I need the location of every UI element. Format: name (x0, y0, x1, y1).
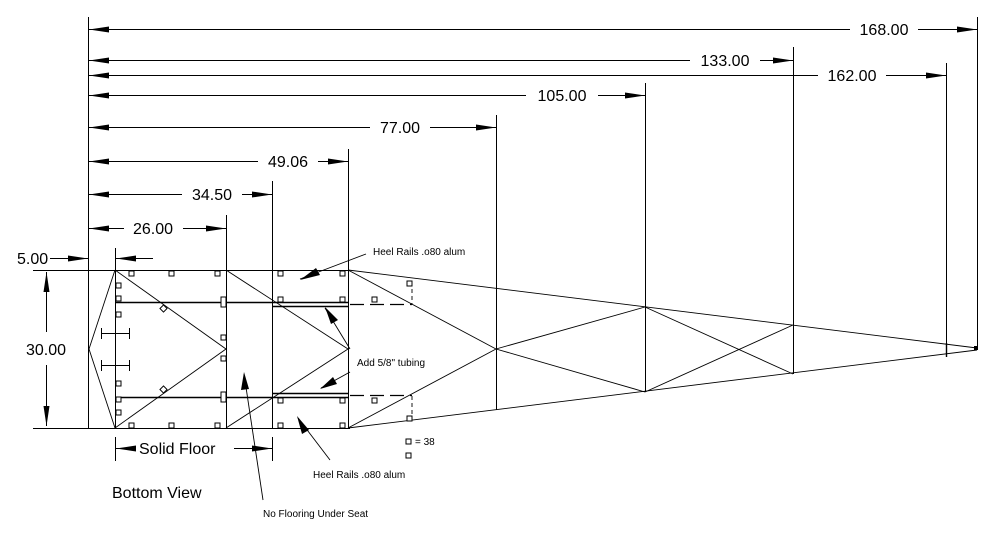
square-clip-icon (406, 280, 413, 287)
square-clip-icon (339, 296, 346, 303)
square-clip-icon (339, 422, 346, 429)
square-clip-icon (277, 397, 284, 404)
dimension-49: 49.06 (89, 154, 348, 171)
square-clip-icon (168, 270, 175, 277)
square-clip-icon (339, 270, 346, 277)
square-clip-icon (115, 396, 122, 403)
clip-squares (115, 270, 413, 429)
dimension-5: 5.00 (17, 251, 153, 268)
legend-count: = 38 (415, 437, 435, 448)
square-clip-icon (371, 397, 378, 404)
diamond-clip-icon (159, 385, 168, 394)
diamond-clip-icon (159, 304, 168, 313)
square-clip-icon (277, 270, 284, 277)
tail-end-fitting (974, 346, 978, 350)
square-clip-icon (214, 422, 221, 429)
dimension-34: 34.50 (89, 187, 272, 204)
square-clip-icon (128, 422, 135, 429)
callout-tubing: Add 5/8" tubing (320, 307, 425, 389)
note-tubing: Add 5/8" tubing (357, 358, 425, 369)
callout-heel-rails-top: Heel Rails .o80 alum (299, 247, 465, 280)
dimension-168: 168.00 (89, 22, 977, 39)
callout-no-flooring: No Flooring Under Seat (241, 372, 368, 520)
callout-heel-rails-bottom: Heel Rails .o80 alum (297, 416, 405, 481)
dim-label-49: 49.06 (268, 154, 308, 171)
lower-longeron (347, 349, 978, 429)
nose-frame (88, 269, 116, 429)
dim-label-34: 34.50 (192, 187, 232, 204)
dimension-26: 26.00 (89, 221, 226, 238)
square-clip-icon (115, 380, 122, 387)
dim-label-168: 168.00 (860, 22, 909, 39)
note-heel-rails-bottom: Heel Rails .o80 alum (313, 470, 405, 481)
dim-label-77: 77.00 (380, 120, 420, 137)
extension-lines (88, 17, 978, 428)
dim-label-105: 105.00 (538, 88, 587, 105)
dim-label-5: 5.00 (17, 251, 48, 268)
square-clip-icon (115, 311, 122, 318)
square-clip-icon (115, 409, 122, 416)
frame-structure (88, 269, 978, 429)
view-title: Bottom View (112, 485, 202, 502)
dim-label-30: 30.00 (26, 342, 66, 359)
square-clip-icon (220, 296, 227, 308)
dim-label-26: 26.00 (133, 221, 173, 238)
dimension-133: 133.00 (89, 53, 793, 70)
square-clip-icon (220, 355, 227, 362)
square-clip-icon (406, 415, 413, 422)
square-clip-icon (405, 438, 412, 445)
square-clip-icon (115, 295, 122, 302)
dim-label-162: 162.00 (828, 68, 877, 85)
dimension-105: 105.00 (89, 88, 645, 105)
dimension-30: 30.00 (26, 270, 350, 429)
square-clip-icon (339, 397, 346, 404)
square-clip-icon (220, 334, 227, 341)
square-clip-icon (220, 391, 227, 403)
note-no-flooring: No Flooring Under Seat (263, 509, 368, 520)
square-clip-icon (128, 270, 135, 277)
square-clip-icon (115, 282, 122, 289)
dimension-162: 162.00 (89, 68, 946, 85)
square-clip-icon (277, 422, 284, 429)
square-clip-icon (405, 452, 412, 459)
legend: = 38 (405, 437, 435, 459)
dimension-77: 77.00 (89, 120, 496, 137)
square-clip-icon (214, 270, 221, 277)
square-clip-icon (168, 422, 175, 429)
solid-floor-dimension: Solid Floor (115, 437, 273, 461)
dim-label-133: 133.00 (701, 53, 750, 70)
upper-longeron (347, 269, 978, 349)
solid-floor-label: Solid Floor (139, 441, 216, 458)
square-clip-icon (277, 296, 284, 303)
square-clip-icon (371, 296, 378, 303)
note-heel-rails-top: Heel Rails .o80 alum (373, 247, 465, 258)
